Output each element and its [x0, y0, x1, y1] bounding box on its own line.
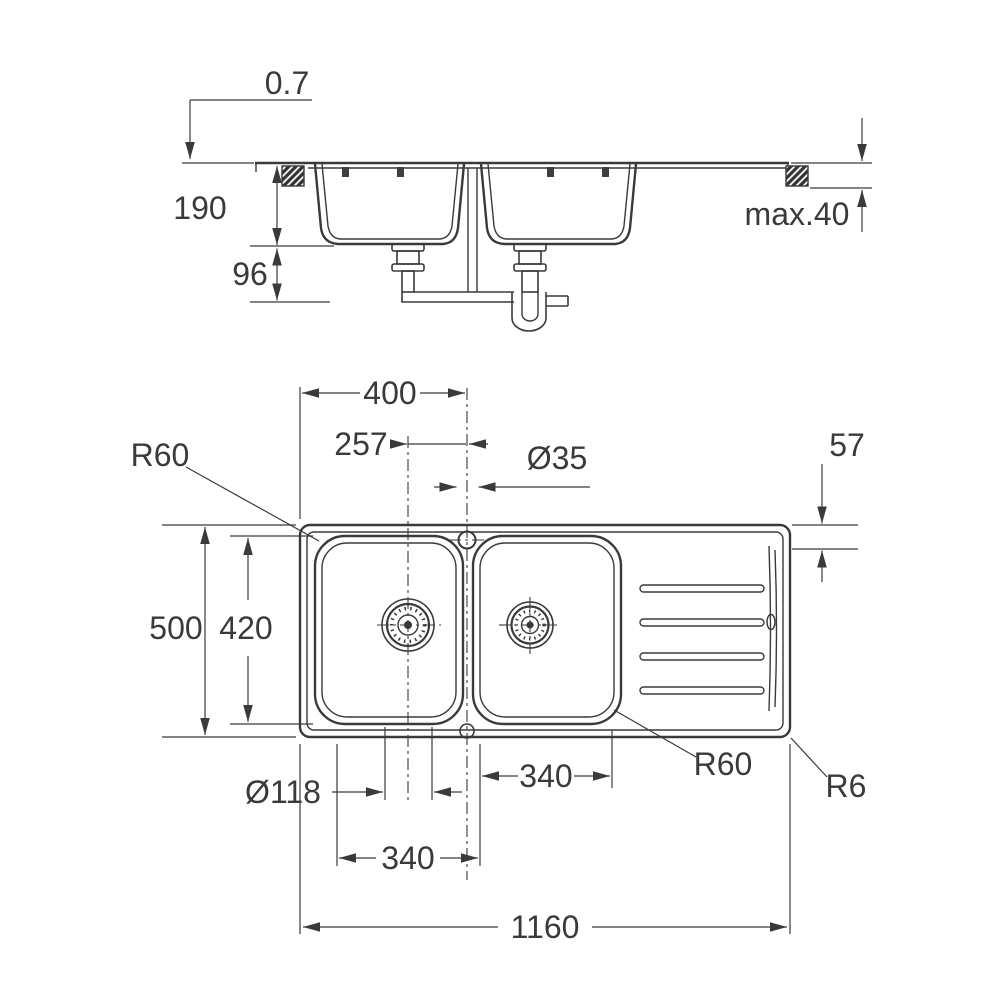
dim-left-bowl-width: 340 [381, 840, 434, 876]
right-bowl-inner [479, 542, 615, 718]
dim-edge-to-tap: 400 [363, 375, 416, 411]
right-drain-assembly [513, 243, 547, 293]
counter-section-left [281, 165, 305, 187]
plan-dimensions [162, 387, 858, 934]
drainboard-grooves [639, 584, 765, 695]
dim-overall-width: 1160 [511, 909, 580, 945]
left-bowl-section-inner [321, 163, 459, 240]
dimension-labels: 0.7 190 96 max.40 400 257 Ø35 57 R60 500… [131, 65, 867, 945]
dim-bowl-depth: 190 [173, 190, 226, 226]
dim-max-counter-thickness: max.40 [745, 196, 850, 232]
dim-radius-bowl-bottom: R60 [694, 746, 753, 782]
dim-clearance-below: 96 [232, 256, 268, 292]
trap-inner [521, 292, 539, 322]
dim-top-edge-margin: 57 [829, 427, 865, 463]
left-bowl-section-outer [313, 163, 466, 246]
left-bowl-outer [313, 534, 465, 726]
drainboard-bend-line-inner [774, 549, 778, 708]
plan-view [298, 523, 792, 739]
section-view [255, 161, 809, 332]
overflow-pipe [467, 168, 478, 292]
trap-outer [511, 292, 547, 332]
dim-radius-bowl-top: R60 [131, 437, 190, 473]
mounting-clips [342, 167, 609, 177]
dim-overall-depth: 500 [149, 610, 202, 646]
overflow-hole [766, 613, 776, 631]
dim-drain-diameter: Ø118 [245, 774, 321, 810]
waste-pipe [401, 291, 514, 303]
dim-tap-hole-diameter: Ø35 [527, 440, 587, 476]
dim-outer-corner-radius: R6 [826, 768, 867, 804]
trap-outlet [546, 295, 569, 307]
sink-outline [298, 523, 792, 739]
right-bowl-outer [471, 534, 623, 726]
left-drain-assembly [391, 243, 425, 293]
dim-right-bowl-width: 340 [519, 758, 572, 794]
right-bowl-section-outer [479, 163, 638, 246]
dim-bowl-inner-depth: 420 [219, 610, 272, 646]
center-lines [377, 388, 561, 880]
dim-sheet-thickness: 0.7 [265, 65, 309, 101]
section-dimensions [182, 99, 872, 303]
sink-inner-rim [306, 531, 784, 731]
left-bowl-inner [321, 542, 457, 718]
dim-drain-to-tap: 257 [334, 426, 387, 462]
counter-section-right [785, 165, 809, 187]
right-bowl-section-inner [487, 163, 631, 240]
